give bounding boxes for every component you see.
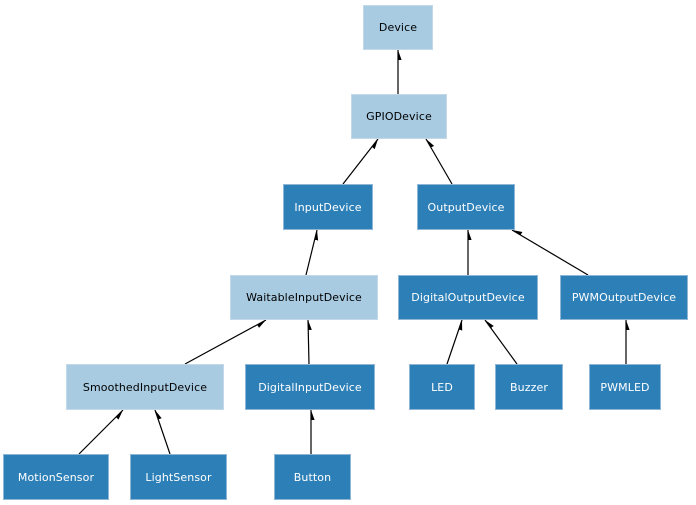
class-node-pwmled[interactable]: PWMLED xyxy=(589,364,661,410)
class-node-label: MotionSensor xyxy=(17,470,95,484)
edge-LightSensor--SmoothedInputDevice xyxy=(154,409,171,455)
class-node-label: GPIODevice xyxy=(366,110,432,123)
class-node-led[interactable]: LED xyxy=(409,364,475,410)
edge-WaitableInputDevice--InputDevice xyxy=(305,229,317,276)
class-node-label: PWMOutputDevice xyxy=(571,291,677,304)
class-node-buzzer[interactable]: Buzzer xyxy=(495,364,563,410)
edge-InputDevice--GPIODevice xyxy=(342,138,379,185)
class-node-label: LED xyxy=(431,380,453,394)
class-node-pwmoutputdevice[interactable]: PWMOutputDevice xyxy=(560,275,688,320)
class-node-label: DigitalInputDevice xyxy=(258,380,362,394)
class-node-label: Button xyxy=(293,470,332,484)
edge-DigitalInputDevice--WaitableInputDevice xyxy=(307,319,309,365)
class-node-label: LightSensor xyxy=(145,470,212,484)
class-node-inputdevice[interactable]: InputDevice xyxy=(283,184,373,230)
class-node-label: OutputDevice xyxy=(427,200,505,214)
class-node-label: InputDevice xyxy=(294,200,362,214)
edge-OutputDevice--GPIODevice xyxy=(425,138,453,185)
class-node-digitalinputdevice[interactable]: DigitalInputDevice xyxy=(245,364,375,410)
class-node-waitableinputdevice[interactable]: WaitableInputDevice xyxy=(230,275,378,320)
class-node-label: SmoothedInputDevice xyxy=(82,380,208,394)
class-node-label: Device xyxy=(378,21,418,34)
edge-MotionSensor--SmoothedInputDevice xyxy=(78,409,124,455)
edge-Buzzer--DigitalOutputDevice xyxy=(484,319,518,365)
class-node-smoothedinputdevice[interactable]: SmoothedInputDevice xyxy=(66,364,224,410)
edge-PWMOutputDevice--OutputDevice xyxy=(511,229,589,276)
edge-SmoothedInputDevice--WaitableInputDevice xyxy=(184,319,267,365)
edge-LED--DigitalOutputDevice xyxy=(446,319,463,365)
class-node-motionsensor[interactable]: MotionSensor xyxy=(3,454,109,500)
class-node-outputdevice[interactable]: OutputDevice xyxy=(417,184,515,230)
class-node-label: DigitalOutputDevice xyxy=(411,291,525,304)
class-node-device[interactable]: Device xyxy=(363,5,433,50)
class-node-gpiodevice[interactable]: GPIODevice xyxy=(351,94,447,139)
class-node-label: Buzzer xyxy=(510,380,548,394)
class-node-lightsensor[interactable]: LightSensor xyxy=(130,454,227,500)
class-node-button[interactable]: Button xyxy=(274,454,351,500)
class-node-label: WaitableInputDevice xyxy=(246,291,362,304)
class-node-digitaloutputdevice[interactable]: DigitalOutputDevice xyxy=(398,275,538,320)
class-node-label: PWMLED xyxy=(600,380,650,394)
